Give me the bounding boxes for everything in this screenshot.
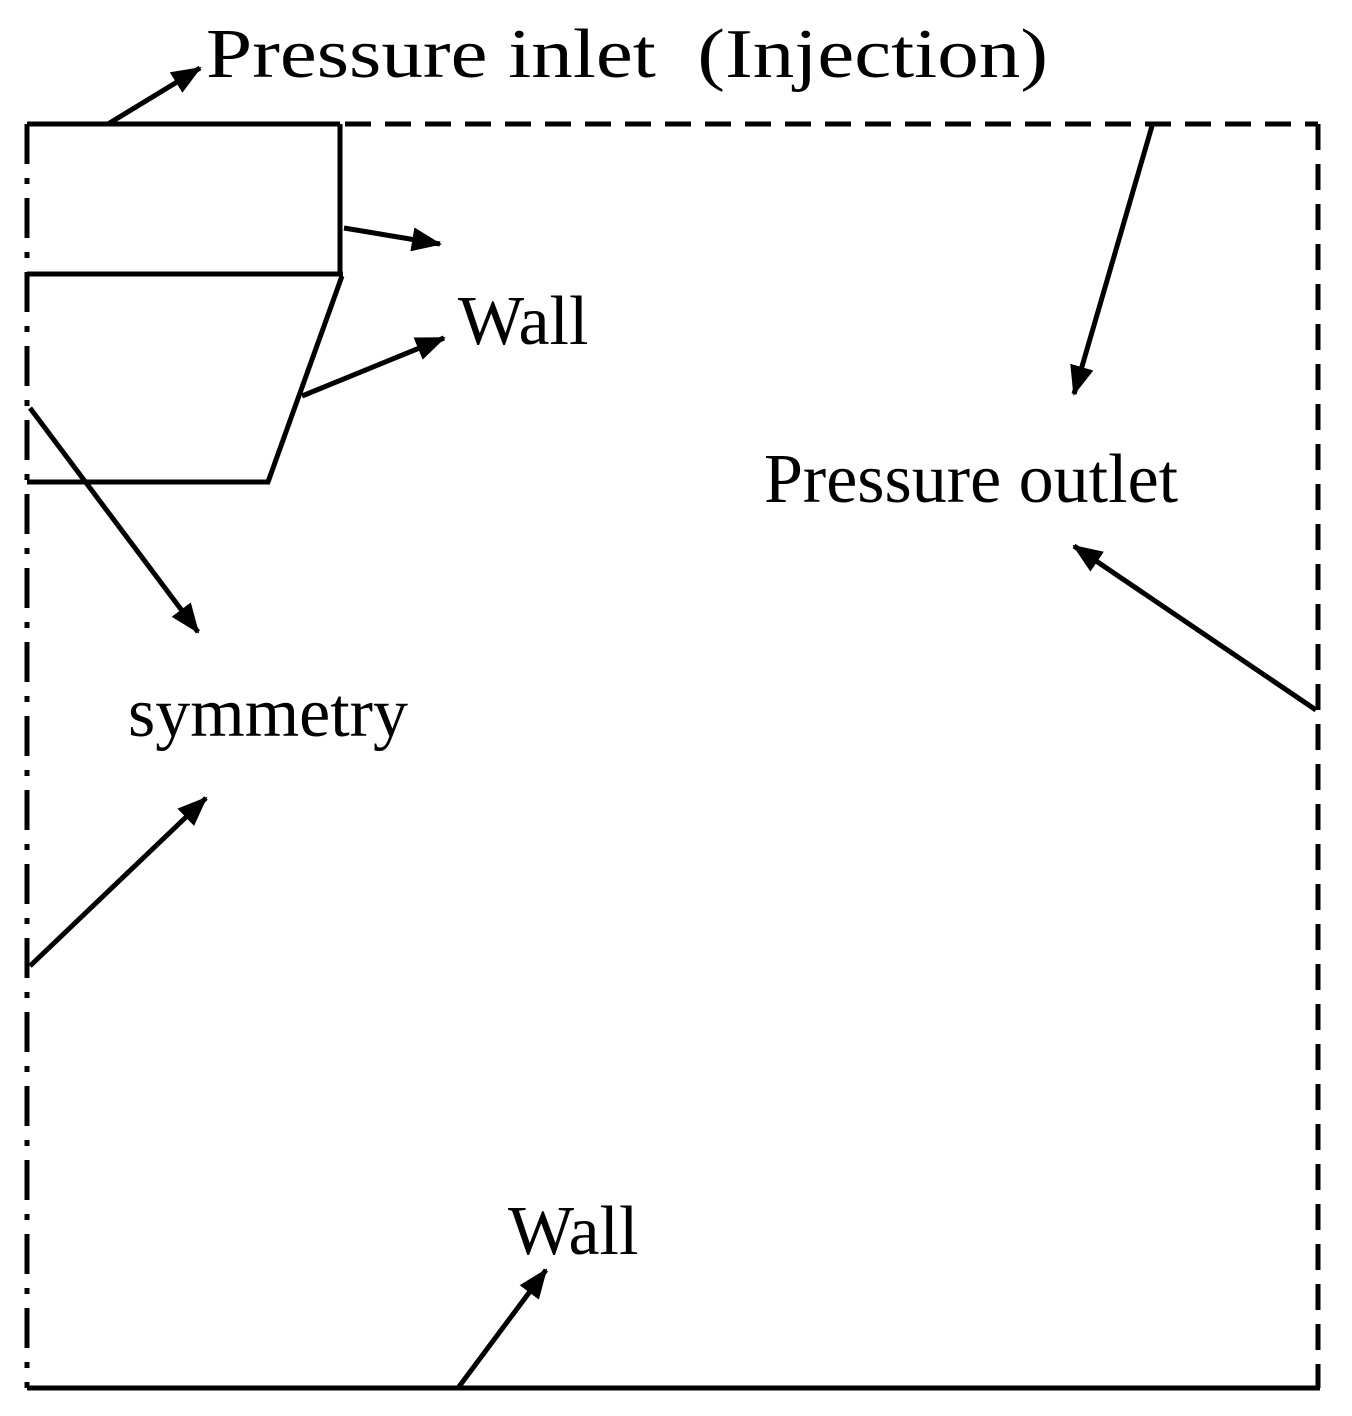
symmetry-label: symmetry: [128, 675, 408, 752]
arrow-pressure-outlet-right: [1072, 543, 1318, 713]
pressure-inlet-label: Pressure inlet (Injection): [206, 16, 1048, 93]
arrow-symmetry-upper: [28, 406, 200, 634]
wall-top-label: Wall: [458, 283, 588, 360]
arrow-wall-top-1: [343, 225, 442, 252]
arrow-wall-top-2: [301, 335, 446, 399]
arrow-symmetry-lower: [28, 796, 208, 968]
wall-bottom-label: Wall: [508, 1193, 638, 1270]
arrow-pressure-outlet-top: [1070, 125, 1155, 396]
pressure-outlet-label: Pressure outlet: [764, 441, 1179, 518]
arrow-pressure-inlet: [106, 65, 202, 127]
arrow-wall-bottom: [455, 1268, 549, 1390]
injector-tapered-wall: [265, 275, 345, 483]
